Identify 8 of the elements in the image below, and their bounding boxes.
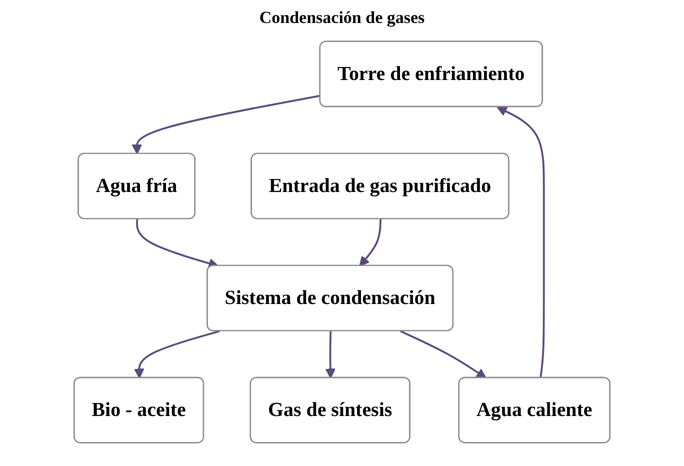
arrow [400, 330, 486, 379]
arrow [325, 331, 336, 379]
diagram-title: Condensación de gases [258, 8, 426, 28]
arrow [134, 330, 220, 379]
arrow [359, 219, 382, 267]
arrow [496, 106, 545, 378]
arrow [132, 94, 321, 154]
arrow [136, 219, 219, 268]
